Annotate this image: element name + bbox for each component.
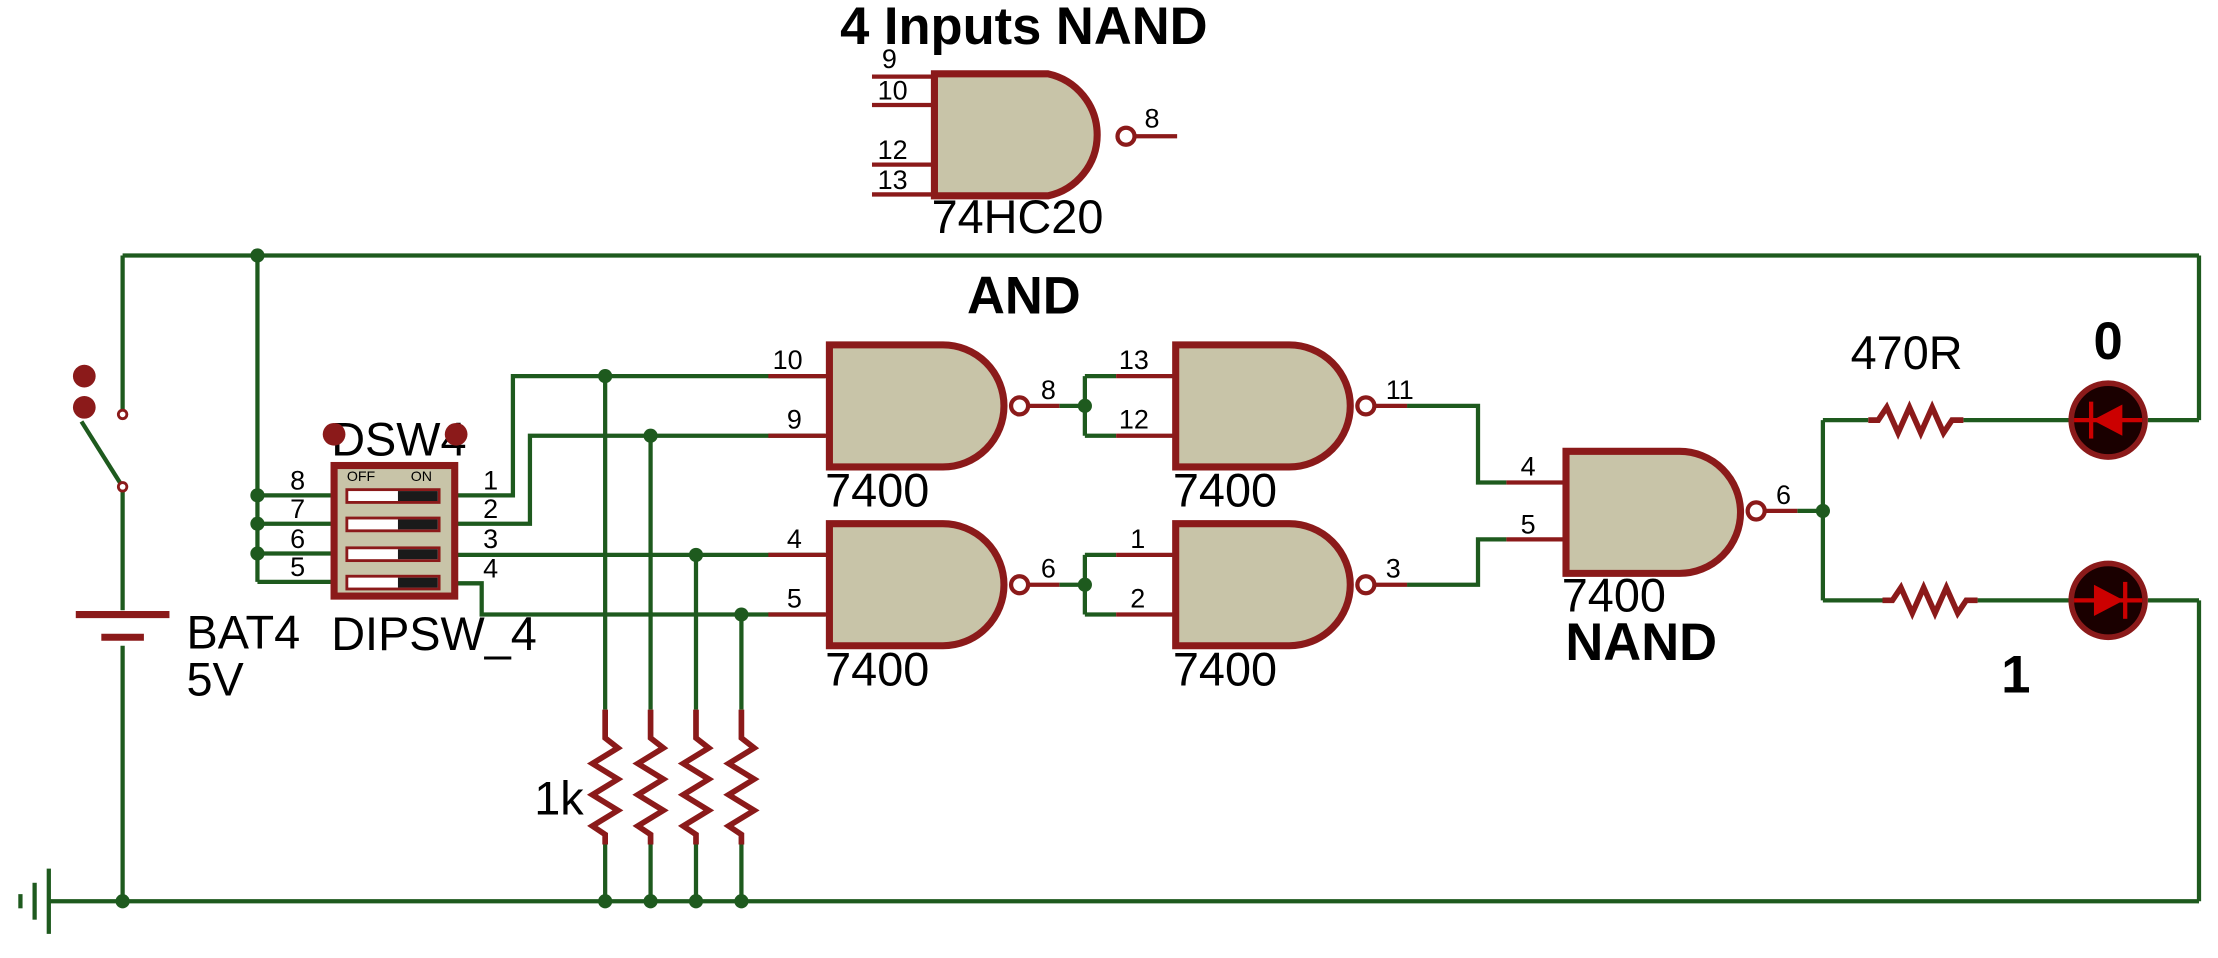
gate-pin-label: 3 bbox=[1386, 554, 1401, 584]
ic-pin-label: 12 bbox=[878, 135, 908, 165]
led-resistors: 470R bbox=[1851, 327, 1978, 621]
ic-part-label: 74HC20 bbox=[932, 191, 1104, 243]
gate-pin-label: 6 bbox=[1041, 554, 1056, 584]
led-resistor-value: 470R bbox=[1851, 327, 1963, 379]
battery-symbol: BAT4 5V bbox=[75, 607, 300, 705]
led-output-1: 1 bbox=[2001, 560, 2148, 705]
gate-pin-label: 12 bbox=[1119, 405, 1149, 435]
gate-part-label: 7400 bbox=[825, 644, 929, 696]
dip-pin-label: 2 bbox=[483, 494, 498, 524]
led-output-0: 0 bbox=[2068, 312, 2148, 460]
pulldown-resistor-value: 1k bbox=[534, 773, 584, 825]
ic-output-pin-label: 8 bbox=[1144, 104, 1159, 134]
led-1-label: 1 bbox=[2001, 646, 2030, 705]
nand-gate-4: 1 2 3 7400 bbox=[1116, 520, 1408, 696]
gate-pin-label: 2 bbox=[1130, 583, 1145, 613]
ic-pin-label: 9 bbox=[882, 44, 897, 74]
dipswitch-off-label: OFF bbox=[347, 469, 376, 485]
gate-part-label: 7400 bbox=[825, 465, 929, 517]
gate-part-label: 7400 bbox=[1173, 465, 1277, 517]
battery-value: 5V bbox=[186, 653, 244, 705]
dip-pin-label: 6 bbox=[290, 524, 305, 554]
gate-pin-label: 10 bbox=[773, 345, 803, 375]
ic-pin-label: 10 bbox=[878, 75, 908, 105]
dip-pin-label: 4 bbox=[483, 554, 498, 584]
and-stage-label: AND bbox=[967, 267, 1081, 326]
dip-pin-label: 5 bbox=[290, 552, 305, 582]
gate-pin-label: 11 bbox=[1386, 375, 1414, 405]
schematic-title: 4 Inputs NAND bbox=[840, 0, 1208, 56]
ground-symbol bbox=[18, 868, 51, 934]
nand-gate-3: 13 12 11 7400 bbox=[1116, 341, 1414, 517]
gate-pin-label: 5 bbox=[787, 583, 802, 613]
dip-pin-label: 7 bbox=[290, 494, 305, 524]
gate-pin-label: 9 bbox=[787, 405, 802, 435]
wire-network bbox=[48, 253, 2202, 904]
nand-stage-label: NAND bbox=[1565, 613, 1717, 672]
pulldown-resistors: 1k bbox=[534, 709, 760, 845]
nand-gate-1: 10 9 8 7400 bbox=[768, 341, 1060, 517]
power-switch[interactable] bbox=[72, 364, 129, 493]
dip-pin-label: 1 bbox=[483, 466, 498, 496]
ic-74hc20-symbol: 9 10 12 13 8 74HC20 bbox=[871, 44, 1178, 243]
battery-label: BAT4 bbox=[186, 607, 300, 659]
dipswitch-ref: DSW4 bbox=[331, 414, 466, 466]
gate-pin-label: 6 bbox=[1776, 480, 1791, 510]
gate-pin-label: 8 bbox=[1041, 375, 1056, 405]
nand-gate-2: 4 5 6 7400 bbox=[768, 520, 1060, 696]
junction-dots bbox=[115, 248, 1830, 909]
gate-part-label: 7400 bbox=[1173, 644, 1277, 696]
dip-pin-label: 3 bbox=[483, 524, 498, 554]
gate-pin-label: 13 bbox=[1119, 345, 1149, 375]
gate-pin-label: 5 bbox=[1521, 510, 1536, 540]
nand-gate-5: 4 5 6 7400 bbox=[1506, 447, 1798, 622]
dip-pin-label: 8 bbox=[290, 466, 305, 496]
dipswitch-on-label: ON bbox=[411, 469, 432, 485]
gate-part-label: 7400 bbox=[1562, 570, 1666, 622]
gate-pin-label: 1 bbox=[1130, 524, 1145, 554]
dip-switch[interactable]: DSW4 OFF ON 8 7 6 5 1 2 3 4 DIPSW_4 bbox=[290, 414, 537, 660]
dipswitch-part-label: DIPSW_4 bbox=[331, 608, 537, 660]
led-0-label: 0 bbox=[2094, 312, 2123, 371]
ic-pin-label: 13 bbox=[878, 165, 908, 195]
gate-pin-label: 4 bbox=[787, 524, 802, 554]
gate-pin-label: 4 bbox=[1521, 451, 1536, 481]
